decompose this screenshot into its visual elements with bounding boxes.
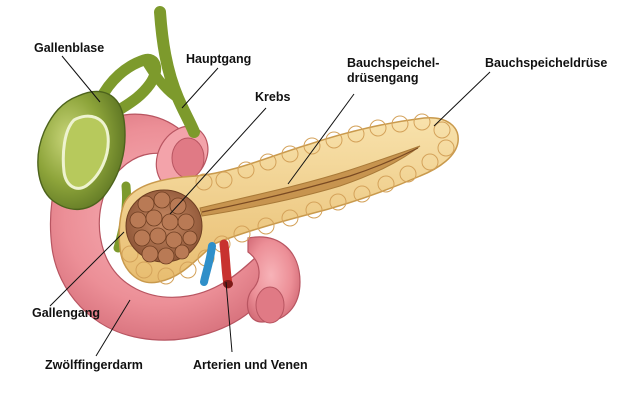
label-gallbladder: Gallenblase (34, 41, 105, 55)
leader-pancreatic-duct (287, 93, 355, 185)
leader-main-duct (181, 67, 219, 109)
label-cancer: Krebs (255, 90, 291, 104)
label-pancreatic-duct: Bauchspeichel- drüsengang (347, 56, 440, 85)
leader-pancreas (433, 71, 491, 127)
leader-gallbladder (61, 55, 101, 103)
label-vessels: Arterien und Venen (193, 358, 308, 372)
label-main-duct: Hauptgang (186, 52, 252, 66)
pancreas (118, 113, 459, 285)
leader-lines (49, 55, 491, 357)
label-bile-duct: Gallengang (32, 306, 101, 320)
label-duodenum: Zwölffingerdarm (45, 358, 143, 372)
leader-vessels (225, 281, 233, 353)
leader-duodenum (95, 299, 131, 357)
blood-vessels (200, 239, 233, 289)
leader-cancer (169, 107, 267, 215)
leader-bile-duct (49, 231, 125, 307)
gallbladder (37, 6, 200, 253)
label-pancreas: Bauchspeicheldrüse (485, 56, 608, 70)
